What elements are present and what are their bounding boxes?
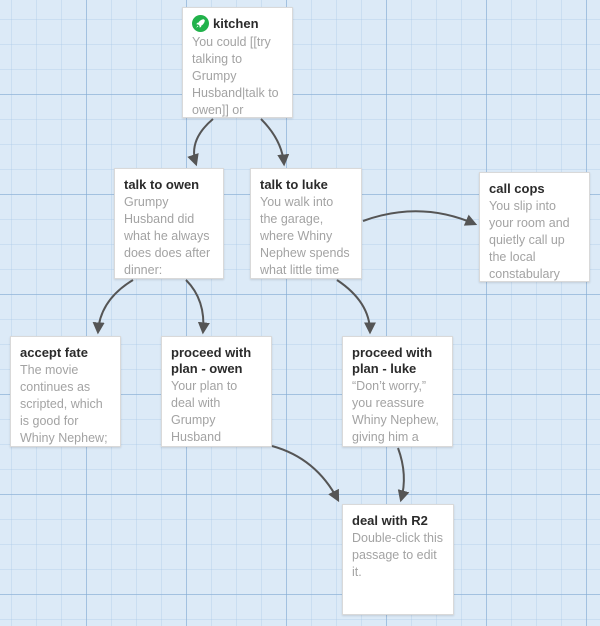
passage-talk-to-luke[interactable]: talk to luke You walk into the garage, w… <box>250 168 362 279</box>
passage-excerpt: The movie continues as scripted, which i… <box>20 363 108 445</box>
passage-excerpt: You could [[try talking to Grumpy Husban… <box>192 35 279 117</box>
passage-title: kitchen <box>192 15 283 33</box>
link-kitchen-to-talk-to-owen <box>187 118 214 167</box>
passage-accept-fate[interactable]: accept fate The movie continues as scrip… <box>10 336 121 447</box>
passage-title: accept fate <box>20 345 88 360</box>
passage-proceed-with-plan-owen[interactable]: proceed with plan - owen Your plan to de… <box>161 336 272 447</box>
link-talk-to-owen-to-accept-fate <box>92 279 134 335</box>
passage-proceed-with-plan-luke[interactable]: proceed with plan - luke “Don’t worry,” … <box>342 336 453 447</box>
passage-excerpt: Your plan to deal with Grumpy Husband <box>171 379 238 444</box>
link-proceed-owen-to-deal-r2 <box>271 445 340 503</box>
link-talk-to-luke-to-call-cops <box>362 210 478 226</box>
rocket-icon <box>192 15 209 32</box>
passage-excerpt: Double-click this passage to edit it. <box>352 531 444 579</box>
passage-kitchen[interactable]: kitchen You could [[try talking to Grump… <box>182 7 293 118</box>
passage-title: deal with R2 <box>352 513 428 528</box>
link-talk-to-luke-to-proceed-luke <box>336 279 376 335</box>
passage-excerpt: Grumpy Husband did what he always does d… <box>124 195 211 277</box>
passage-excerpt: You walk into the garage, where Whiny Ne… <box>260 195 350 277</box>
link-proceed-luke-to-deal-r2 <box>397 447 410 503</box>
passage-excerpt: You slip into your room and quietly call… <box>489 199 570 281</box>
passage-title: call cops <box>489 181 545 196</box>
passage-talk-to-owen[interactable]: talk to owen Grumpy Husband did what he … <box>114 168 224 279</box>
passage-title: talk to luke <box>260 177 328 192</box>
passage-title: proceed with plan - owen <box>171 345 252 376</box>
passage-deal-with-r2[interactable]: deal with R2 Double-click this passage t… <box>342 504 454 615</box>
passage-title: talk to owen <box>124 177 200 192</box>
passage-title: proceed with plan - luke <box>352 345 433 376</box>
passage-call-cops[interactable]: call cops You slip into your room and qu… <box>479 172 590 282</box>
link-kitchen-to-talk-to-luke <box>260 118 290 167</box>
link-talk-to-owen-to-proceed-owen <box>185 279 210 335</box>
passage-excerpt: “Don’t worry,” you reassure Whiny Nephew… <box>352 379 439 444</box>
